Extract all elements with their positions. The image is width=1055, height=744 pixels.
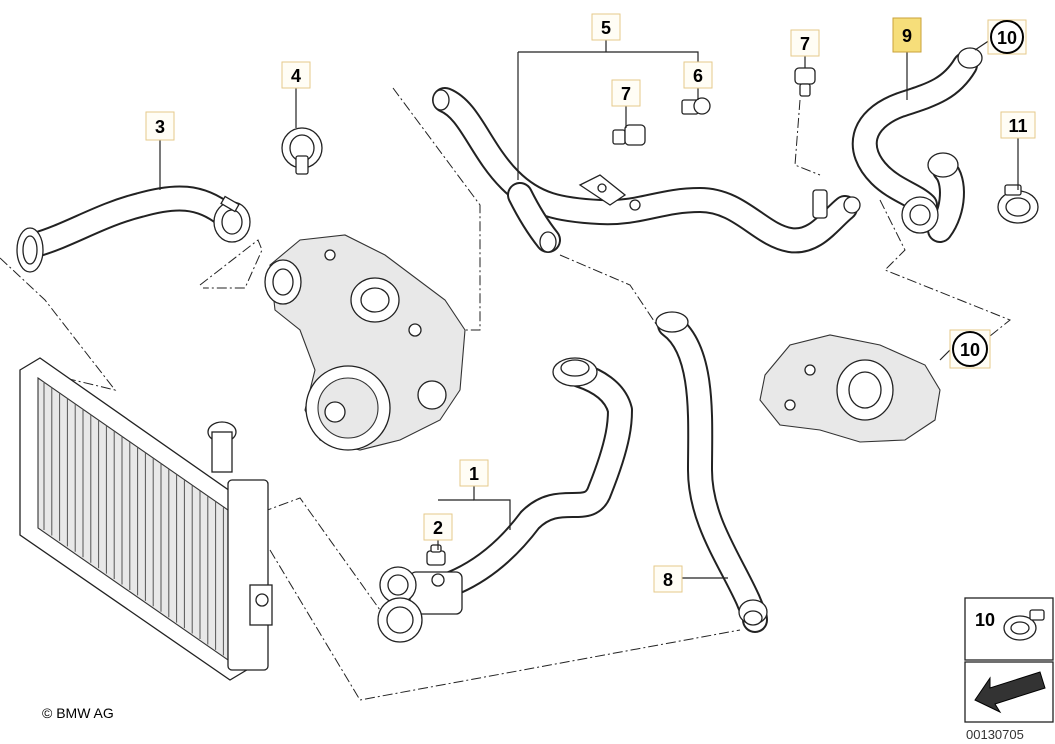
hose-9[interactable] <box>851 47 983 243</box>
callout-1[interactable]: 1 <box>459 459 489 487</box>
svg-text:1: 1 <box>469 464 479 484</box>
hose-3[interactable] <box>16 185 251 273</box>
svg-text:4: 4 <box>291 66 301 86</box>
water-pump-left <box>264 234 466 451</box>
callout-7-center[interactable]: 7 <box>611 79 641 107</box>
callout-6[interactable]: 6 <box>683 61 713 89</box>
radiator <box>19 357 273 681</box>
svg-text:7: 7 <box>621 84 631 104</box>
svg-text:10: 10 <box>975 610 995 630</box>
svg-text:10: 10 <box>960 340 980 360</box>
plug-2[interactable] <box>426 544 446 566</box>
svg-text:2: 2 <box>433 518 443 538</box>
callout-2[interactable]: 2 <box>423 513 453 541</box>
callout-10-top[interactable]: 10 <box>987 19 1027 55</box>
callout-11[interactable]: 11 <box>1000 111 1036 139</box>
bolt-7-center[interactable] <box>612 124 646 146</box>
leader-lines <box>159 39 1019 579</box>
clamp-11[interactable] <box>997 184 1039 224</box>
svg-text:5: 5 <box>601 18 611 38</box>
callout-10-middle[interactable]: 10 <box>949 329 991 369</box>
clamp-4[interactable] <box>281 127 323 175</box>
arrow-icon <box>974 671 1046 714</box>
svg-text:8: 8 <box>663 570 673 590</box>
hose-8[interactable] <box>655 311 768 633</box>
legend-box: 10 <box>964 597 1054 723</box>
callout-3[interactable]: 3 <box>145 111 175 141</box>
svg-text:11: 11 <box>1008 116 1027 136</box>
thermostat-housing <box>759 334 941 443</box>
callout-7-right[interactable]: 7 <box>790 29 820 57</box>
bolt-7-right[interactable] <box>794 67 816 97</box>
reference-number: 00130705 <box>966 727 1024 742</box>
svg-text:7: 7 <box>800 34 810 54</box>
hose-1[interactable] <box>377 357 633 643</box>
svg-text:9: 9 <box>902 26 912 46</box>
callout-5[interactable]: 5 <box>591 13 621 41</box>
screw-6[interactable] <box>681 97 711 115</box>
callout-9-highlighted[interactable]: 9 <box>892 17 922 53</box>
connection-lines <box>0 87 1011 701</box>
callout-8[interactable]: 8 <box>653 565 683 593</box>
clamp-icon <box>1003 609 1045 641</box>
svg-text:6: 6 <box>693 66 703 86</box>
callout-4[interactable]: 4 <box>281 61 311 89</box>
svg-text:3: 3 <box>155 117 165 137</box>
svg-text:10: 10 <box>997 28 1017 48</box>
hose-5[interactable] <box>432 87 861 254</box>
copyright-text: © BMW AG <box>42 705 114 721</box>
radiator-fins <box>43 382 224 656</box>
